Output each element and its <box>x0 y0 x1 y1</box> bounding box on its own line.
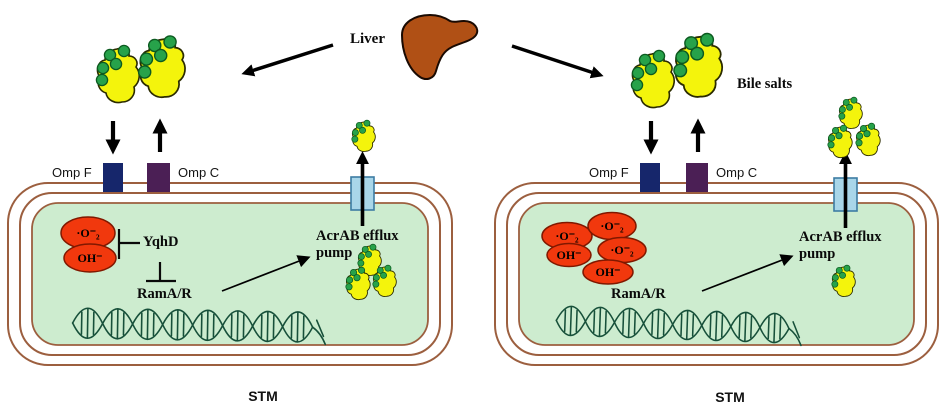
omp-f-label: Omp F <box>589 165 629 180</box>
omp-c-label: Omp C <box>716 165 758 180</box>
superoxide-label: ·O⁻₂ <box>610 243 634 257</box>
omp-c-channel <box>686 163 708 192</box>
rama-label: RamA/R <box>137 286 192 302</box>
caption-strain-prefix: STM <box>248 388 278 402</box>
superoxide-label: ·O⁻₂ <box>555 229 579 243</box>
omp-c-label: Omp C <box>178 165 220 180</box>
cell-wt <box>7 182 453 366</box>
rama-activates-pump-arrow <box>221 255 311 292</box>
hydroxyl-label: OH⁻ <box>595 265 621 279</box>
superoxide-label: ·O⁻₂ <box>76 226 100 240</box>
acrab-pump-label: AcrAB efflux pump <box>799 229 882 262</box>
yqhd-label: YqhD <box>143 234 179 250</box>
ros-molecule <box>582 259 634 285</box>
panel-caption: STM ΔyqhD <box>650 373 810 402</box>
omp-c-channel <box>147 163 170 192</box>
liver-to-wt-arrow <box>241 43 334 77</box>
hydroxyl-label: OH⁻ <box>556 248 582 262</box>
caption-strain-prefix: STM <box>715 389 745 402</box>
superoxide-label: ·O⁻₂ <box>600 219 624 233</box>
yqhd-inhibits-ros-bar <box>117 229 140 259</box>
acrab-pump-label: AcrAB efflux pump <box>316 228 399 261</box>
yqhd-inhibits-rama-bar <box>146 262 176 283</box>
inhibition-bars <box>117 229 176 283</box>
omp-f-label: Omp F <box>52 165 92 180</box>
liver-label: Liver <box>350 31 385 47</box>
rama-activates-pump-arrow <box>701 254 794 292</box>
omp-f-channel <box>103 163 123 192</box>
liver-to-mutant-arrow <box>511 44 604 79</box>
ros-molecule <box>546 242 592 268</box>
ros-molecule <box>63 243 117 273</box>
rama-label: RamA/R <box>611 286 666 302</box>
omp-f-channel <box>640 163 660 192</box>
hydroxyl-label: OH⁻ <box>77 251 103 265</box>
bile-salts-label: Bile salts <box>737 76 793 92</box>
ros-cluster-wt <box>60 216 117 273</box>
liver-icon <box>400 13 479 80</box>
ros-cluster-mutant <box>541 211 647 285</box>
cell-cytoplasm <box>31 202 429 346</box>
panel-caption: STM WT <box>183 372 343 402</box>
